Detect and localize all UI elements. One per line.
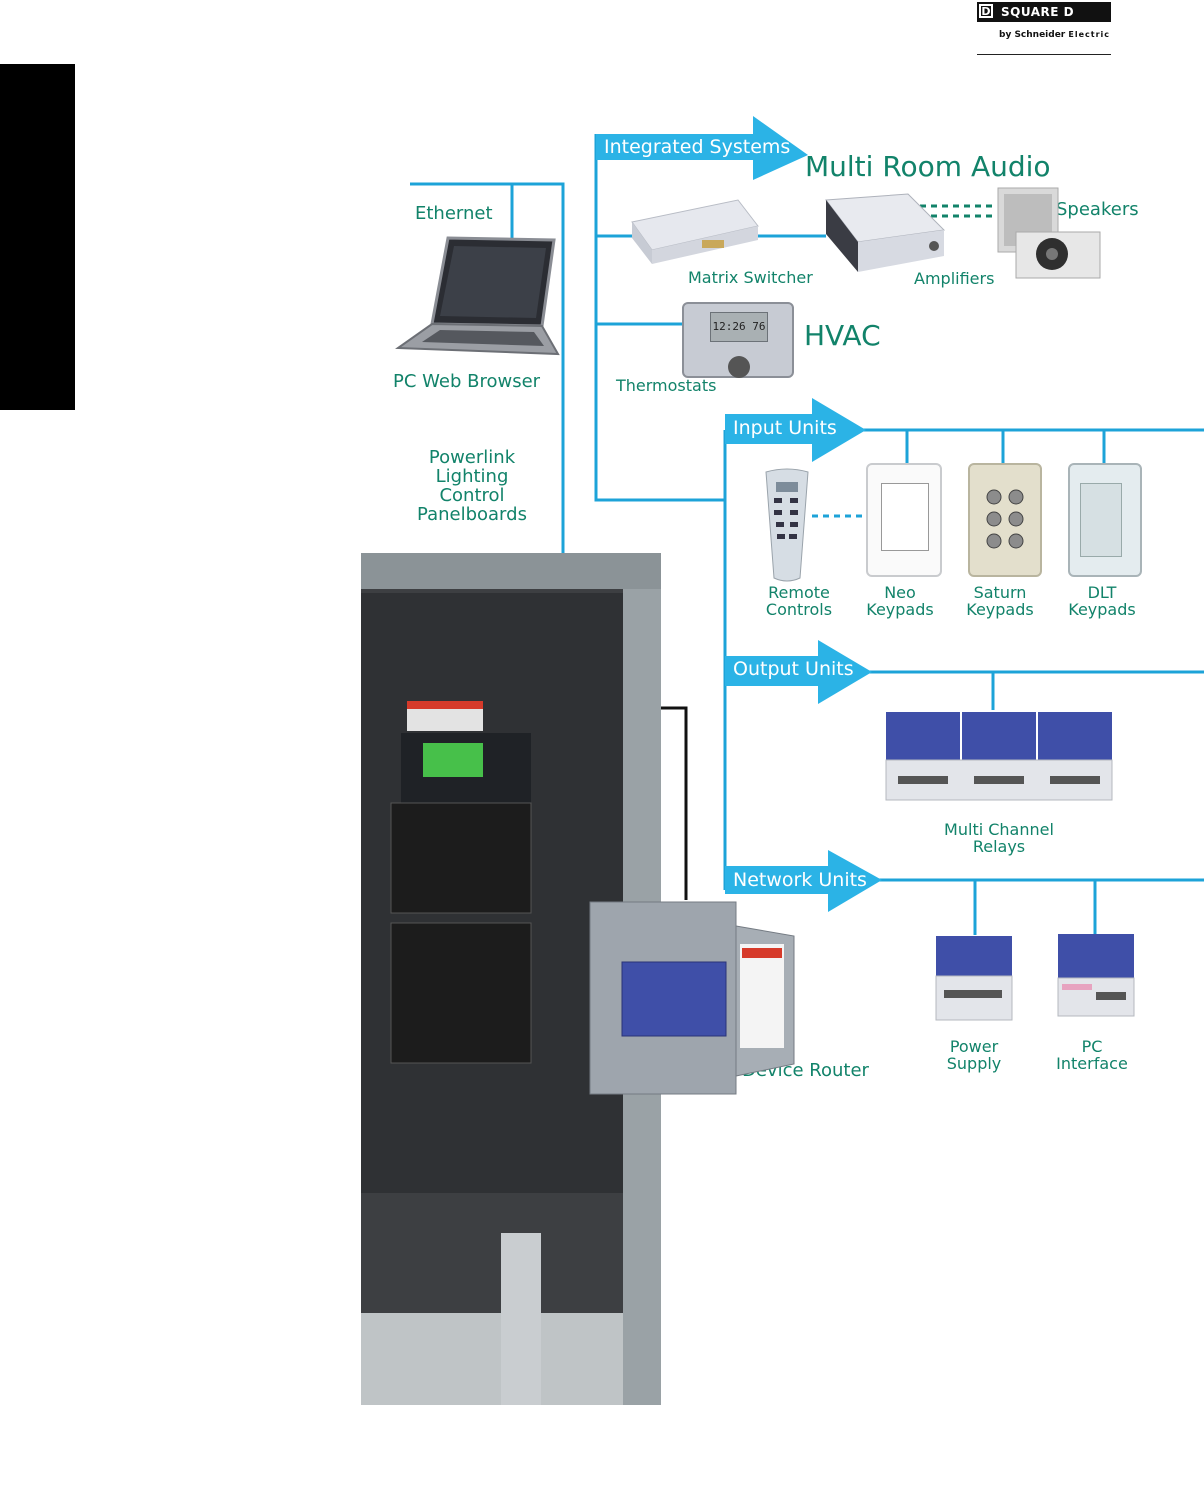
integrated-systems-label: Integrated Systems (604, 136, 791, 158)
matrix-switcher-label: Matrix Switcher (688, 268, 813, 287)
pc-interface-icon (1057, 934, 1135, 1017)
input-units-label: Input Units (733, 417, 837, 439)
thermostat-icon: 12:26 76 (682, 302, 794, 378)
integrated-trunk (594, 134, 725, 502)
thermostats-label: Thermostats (616, 376, 717, 395)
multi-channel-relays-icon (885, 712, 1113, 801)
logo-rule (977, 54, 1111, 55)
network-units-label: Network Units (733, 869, 867, 891)
device-router-icon (589, 901, 795, 1095)
power-supply-icon (935, 936, 1013, 1021)
network-arrow (725, 850, 882, 912)
input-arrow (725, 398, 866, 462)
multi-room-audio-heading: Multi Room Audio (805, 150, 1051, 183)
logo-mark: D (979, 4, 993, 18)
logo-name: SQUARE D (1001, 5, 1075, 19)
pc-web-browser-label: PC Web Browser (393, 371, 541, 392)
matrix-switcher-icon (631, 199, 759, 264)
speakers-label: Speakers (1056, 199, 1139, 220)
ethernet-line (410, 182, 565, 553)
router-cable (660, 706, 688, 900)
neo-keypad-icon (866, 463, 942, 577)
ethernet-label: Ethernet (415, 203, 493, 224)
laptop-icon (395, 236, 560, 356)
square-d-logo: D SQUARE D by Schneider Electric (977, 2, 1111, 56)
output-units-label: Output Units (733, 658, 854, 680)
section-tab (0, 64, 75, 410)
saturn-keypad-icon (968, 463, 1042, 577)
integrated-arrow (596, 116, 808, 180)
amplifiers-label: Amplifiers (914, 269, 995, 288)
dlt-keypad-icon (1068, 463, 1142, 577)
amplifier-icon (825, 193, 946, 272)
thermostat-dial (728, 356, 750, 378)
hvac-heading: HVAC (804, 319, 881, 352)
logo-subtitle: by Schneider Electric (999, 30, 1111, 40)
remote-control-icon (765, 468, 809, 582)
output-arrow (725, 640, 872, 704)
thermostat-display: 12:26 76 (710, 312, 768, 342)
speakers-icon (997, 187, 1101, 279)
